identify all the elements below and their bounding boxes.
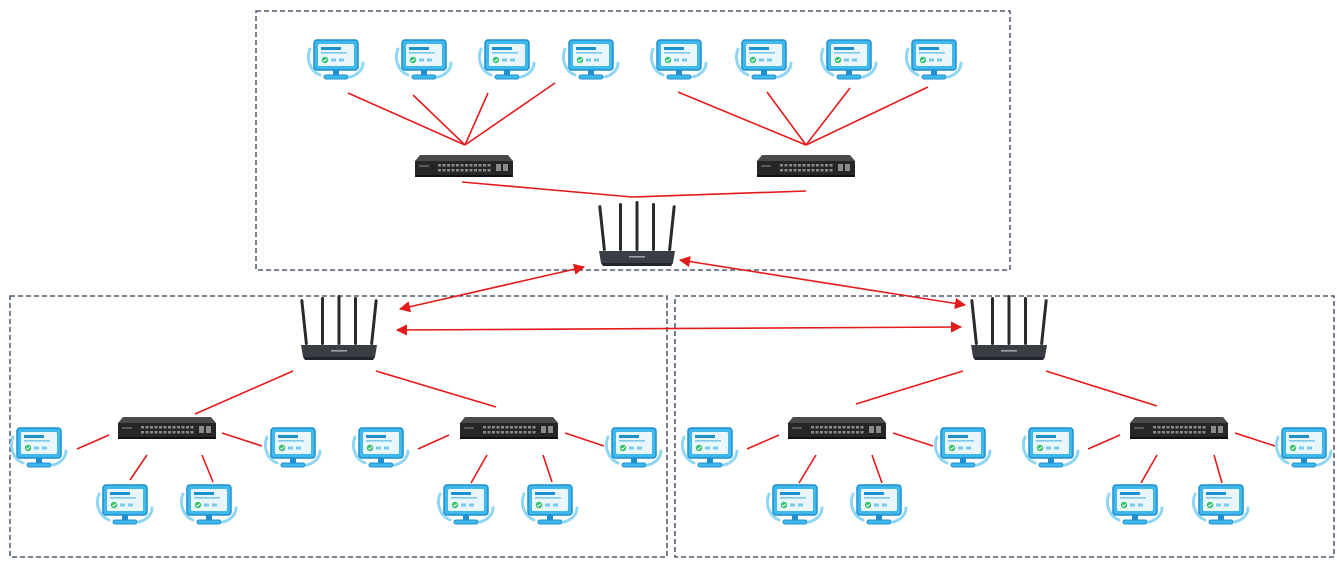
switch-icon (460, 417, 558, 439)
links (76, 82, 1276, 484)
computer-icon (765, 483, 824, 526)
link-router-left-top (398, 263, 586, 313)
link-right-switch-pc (1234, 432, 1276, 447)
link-top-pc-switch-a (412, 94, 466, 146)
computer-icon (477, 38, 536, 81)
link-left-switch-pc (417, 434, 450, 450)
link-right-router-switch-a (855, 370, 964, 405)
link-top-pc-switch-b (677, 91, 807, 146)
link-left-switch-pc (564, 432, 605, 447)
link-right-switch-pc (798, 454, 817, 484)
computer-icon (179, 483, 238, 526)
computer-icon (263, 426, 322, 469)
computer-icon (394, 38, 453, 81)
devices (9, 38, 1333, 526)
group-frames (9, 10, 1335, 558)
router-icon (598, 201, 676, 266)
link-right-switch-pc (1140, 454, 1158, 484)
link-top-pc-switch-a (464, 82, 556, 146)
link-top-pc-switch-b (805, 86, 929, 146)
link-left-switch-pc (470, 454, 488, 484)
link-right-switch-pc (1213, 454, 1223, 484)
computer-icon (933, 426, 992, 469)
link-left-router-switch-a (194, 370, 294, 415)
switch-icon (415, 155, 513, 177)
switch-icon (1130, 417, 1228, 439)
link-left-switch-pc (129, 454, 148, 481)
right-network-frame (674, 295, 1335, 558)
computer-icon (561, 38, 620, 81)
link-router-left-right (395, 321, 963, 336)
link-right-switch-pc (871, 454, 883, 484)
link-top-pc-switch-b (805, 87, 851, 146)
link-left-switch-pc (201, 454, 214, 483)
router-icon (970, 295, 1048, 360)
computer-icon (9, 426, 68, 469)
computer-icon (1105, 483, 1164, 526)
link-router-top-right (678, 256, 967, 309)
link-left-router-switch-b (375, 370, 497, 408)
computer-icon (904, 38, 963, 81)
link-left-switch-pc (542, 454, 553, 483)
computer-icon (95, 483, 154, 526)
top-network-frame (255, 10, 1011, 271)
computer-icon (351, 426, 410, 469)
link-left-switch-pc (221, 432, 263, 447)
computer-icon (306, 38, 365, 81)
computer-icon (734, 38, 793, 81)
link-top-pc-switch-b (766, 91, 807, 146)
computer-icon (436, 483, 495, 526)
computer-icon (819, 38, 878, 81)
link-right-switch-pc (1087, 434, 1121, 450)
link-top-switches-router (461, 181, 807, 198)
computer-icon (1274, 426, 1333, 469)
computer-icon (849, 483, 908, 526)
link-right-switch-pc (746, 434, 780, 450)
computer-icon (1021, 426, 1080, 469)
computer-icon (604, 426, 663, 469)
switch-icon (788, 417, 886, 439)
computer-icon (520, 483, 579, 526)
switch-icon (757, 155, 855, 177)
link-top-pc-switch-a (347, 92, 466, 146)
router-icon (300, 295, 378, 360)
computer-icon (1191, 483, 1250, 526)
link-top-pc-switch-a (464, 92, 489, 146)
link-right-switch-pc (892, 432, 934, 447)
computer-icon (680, 426, 739, 469)
link-left-switch-pc (76, 434, 110, 450)
switch-icon (118, 417, 216, 439)
link-right-router-switch-b (1045, 370, 1158, 407)
computer-icon (649, 38, 708, 81)
